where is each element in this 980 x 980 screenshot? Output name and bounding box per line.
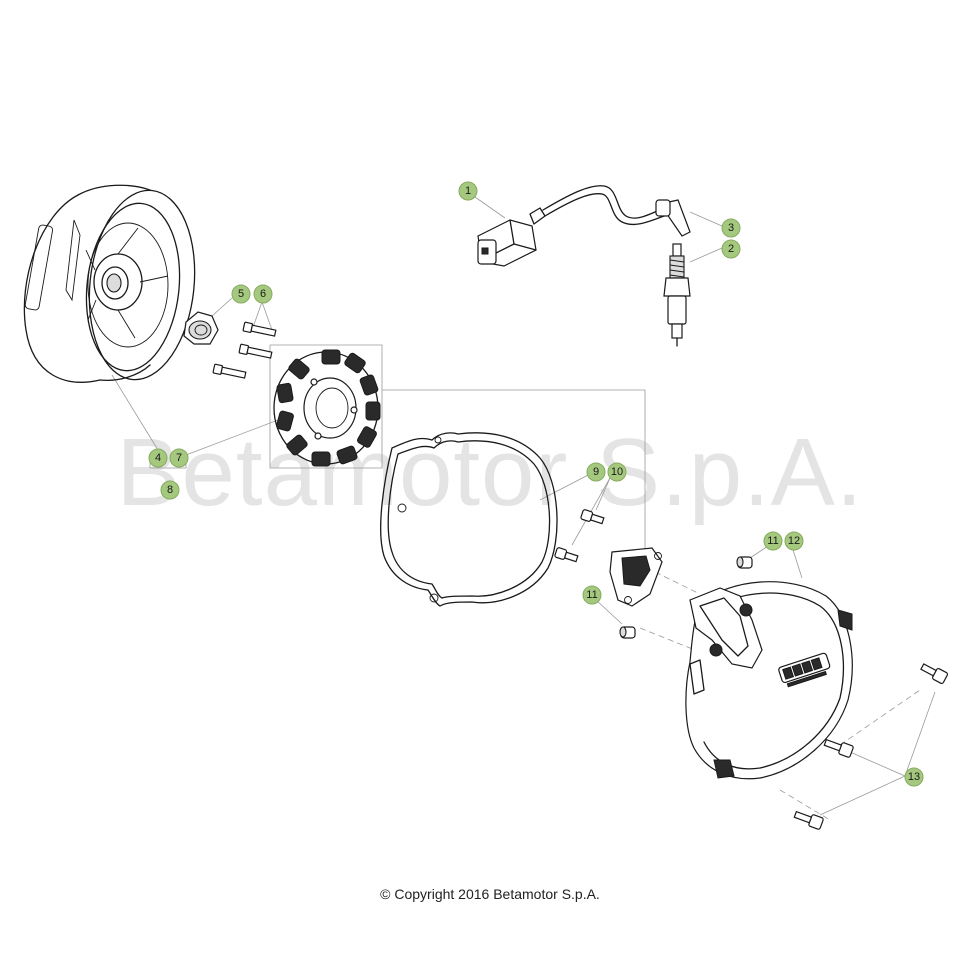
flywheel	[23, 184, 196, 383]
dowel-pins	[619, 556, 753, 639]
stator-bolts	[212, 321, 277, 379]
callout-label: 6	[260, 288, 266, 300]
flywheel-nut	[183, 311, 219, 345]
callout-11-lower: 11	[582, 585, 602, 605]
callout-label: 12	[788, 535, 800, 547]
callout-label: 11	[767, 535, 778, 547]
pickup-screws	[554, 509, 605, 563]
cover-gasket	[380, 432, 558, 607]
callout-11-upper: 11	[763, 531, 783, 551]
callout-2: 2	[721, 239, 741, 259]
callout-7: 7	[169, 448, 189, 468]
callout-13: 13	[904, 767, 924, 787]
ignition-cover	[685, 581, 853, 780]
callout-label: 8	[167, 484, 173, 496]
ignition-coil	[477, 185, 665, 267]
spark-plug-cap	[655, 199, 691, 237]
callout-label: 10	[611, 466, 623, 478]
callout-12: 12	[784, 531, 804, 551]
callout-label: 1	[465, 185, 471, 197]
callout-label: 2	[728, 243, 734, 255]
callout-9: 9	[586, 462, 606, 482]
callout-8: 8	[160, 480, 180, 500]
callout-label: 4	[155, 452, 161, 464]
callout-label: 13	[908, 771, 920, 783]
callout-4: 4	[148, 448, 168, 468]
callout-label: 11	[586, 589, 597, 601]
callout-6: 6	[253, 284, 273, 304]
callout-label: 7	[176, 452, 182, 464]
spark-plug	[663, 243, 691, 347]
stator	[273, 349, 381, 467]
callout-label: 3	[728, 222, 734, 234]
callout-label: 9	[593, 466, 599, 478]
callout-10: 10	[607, 462, 627, 482]
cover-bolts	[793, 663, 949, 830]
pickup-sensor	[609, 547, 663, 607]
callout-1: 1	[458, 181, 478, 201]
callout-3: 3	[721, 218, 741, 238]
callout-label: 5	[238, 288, 244, 300]
copyright-notice: © Copyright 2016 Betamotor S.p.A.	[380, 886, 600, 902]
leader-lines	[111, 196, 936, 821]
callout-5: 5	[231, 284, 251, 304]
